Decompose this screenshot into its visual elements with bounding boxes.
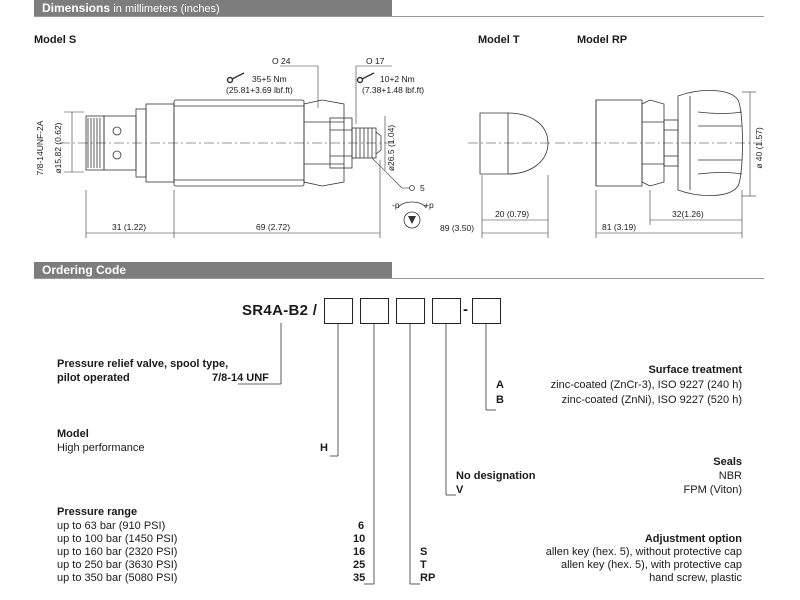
code-dash: - bbox=[463, 301, 469, 318]
dimension-lines bbox=[64, 65, 756, 238]
pressure-code-0: 6 bbox=[358, 520, 365, 532]
adjust-code-1: T bbox=[420, 559, 427, 571]
model-code: H bbox=[320, 442, 328, 454]
model-rp-label: Model RP bbox=[577, 34, 628, 46]
minus-p-label: -p bbox=[392, 200, 400, 210]
pressure-label-0: up to 63 bar (910 PSI) bbox=[57, 520, 166, 532]
surface-header: Surface treatment bbox=[648, 364, 742, 376]
pressure-code-3: 25 bbox=[353, 559, 366, 571]
code-box-adjustment bbox=[396, 298, 425, 324]
valve-desc-line2: pilot operated bbox=[57, 372, 130, 384]
adjust-code-2: RP bbox=[420, 572, 436, 584]
code-box-pressure bbox=[360, 298, 389, 324]
dimensions-subtitle: in millimeters (inches) bbox=[113, 3, 220, 15]
hex17-label: O 17 bbox=[366, 56, 385, 66]
len81-label: 81 (3.19) bbox=[602, 222, 637, 232]
surface-label-1: zinc-coated (ZnNi), ISO 9227 (520 h) bbox=[561, 394, 742, 406]
adjust-code-0: S bbox=[420, 546, 428, 558]
adjust-label-0: allen key (hex. 5), without protective c… bbox=[545, 546, 742, 558]
valve-desc-line1: Pressure relief valve, spool type, bbox=[57, 358, 229, 370]
torque2-nm: 10+2 Nm bbox=[380, 74, 415, 84]
len32-label: 32(1.26) bbox=[672, 209, 704, 219]
code-box-surface bbox=[472, 298, 501, 324]
dimensions-rule bbox=[34, 16, 764, 17]
dimensions-title: Dimensions bbox=[42, 1, 111, 15]
adjust-label-2: hand screw, plastic bbox=[649, 572, 742, 584]
pressure-label-1: up to 100 bar (1450 PSI) bbox=[57, 533, 178, 545]
model-t-label: Model T bbox=[478, 34, 520, 46]
surface-code-0: A bbox=[496, 379, 504, 391]
pressure-header: Pressure range bbox=[57, 506, 138, 518]
valve-thread: 7/8-14 UNF bbox=[212, 372, 269, 384]
len31-label: 31 (1.22) bbox=[112, 222, 147, 232]
pressure-code-4: 35 bbox=[353, 572, 366, 584]
hex5-label: 5 bbox=[420, 183, 425, 193]
adjust-header: Adjustment option bbox=[644, 533, 742, 545]
pressure-label-4: up to 350 bar (5080 PSI) bbox=[57, 572, 178, 584]
code-box-model bbox=[324, 298, 353, 324]
code-box-seals bbox=[432, 298, 461, 324]
torque1-nm: 35+5 Nm bbox=[252, 74, 287, 84]
torque1-lbf: (25.81+3.69 lbf.ft) bbox=[226, 85, 293, 95]
torque2-lbf: (7.38+1.48 lbf.ft) bbox=[362, 85, 425, 95]
model-s-label: Model S bbox=[34, 34, 77, 46]
model-t-cap bbox=[479, 112, 549, 175]
len89-label: 89 (3.50) bbox=[440, 223, 475, 233]
pressure-code-2: 16 bbox=[353, 546, 366, 558]
ordering-header: Ordering Code bbox=[34, 262, 392, 279]
adjust-label-1: allen key (hex. 5), with protective cap bbox=[561, 559, 742, 571]
seals-header: Seals bbox=[713, 456, 742, 468]
seals-label-1: FPM (Viton) bbox=[683, 484, 742, 496]
seals-code-1: V bbox=[456, 484, 464, 496]
hex5-marker bbox=[409, 185, 415, 191]
pressure-code-1: 10 bbox=[353, 533, 366, 545]
rotation-icon bbox=[397, 201, 427, 229]
model-rp-valve bbox=[595, 90, 743, 196]
ordering-rule bbox=[34, 278, 764, 279]
dimensions-header: Dimensions in millimeters (inches) bbox=[34, 0, 392, 17]
seals-label-0: NBR bbox=[718, 470, 742, 482]
pressure-label-2: up to 160 bar (2320 PSI) bbox=[57, 546, 178, 558]
wrench-icons bbox=[226, 72, 375, 84]
model-name: High performance bbox=[57, 442, 145, 454]
hex24-label: O 24 bbox=[272, 56, 291, 66]
seals-code-0: No designation bbox=[456, 470, 536, 482]
plus-p-label: +p bbox=[424, 200, 434, 210]
ordering-title: Ordering Code bbox=[42, 263, 127, 277]
pressure-label-3: up to 250 bar (3630 PSI) bbox=[57, 559, 178, 571]
model-header: Model bbox=[57, 428, 89, 440]
surface-label-0: zinc-coated (ZnCr-3), ISO 9227 (240 h) bbox=[550, 379, 742, 391]
len69-label: 69 (2.72) bbox=[256, 222, 291, 232]
dimension-drawing bbox=[60, 65, 762, 238]
len20-label: 20 (0.79) bbox=[495, 209, 530, 219]
surface-code-1: B bbox=[496, 394, 504, 406]
code-prefix: SR4A-B2 / bbox=[242, 302, 318, 319]
